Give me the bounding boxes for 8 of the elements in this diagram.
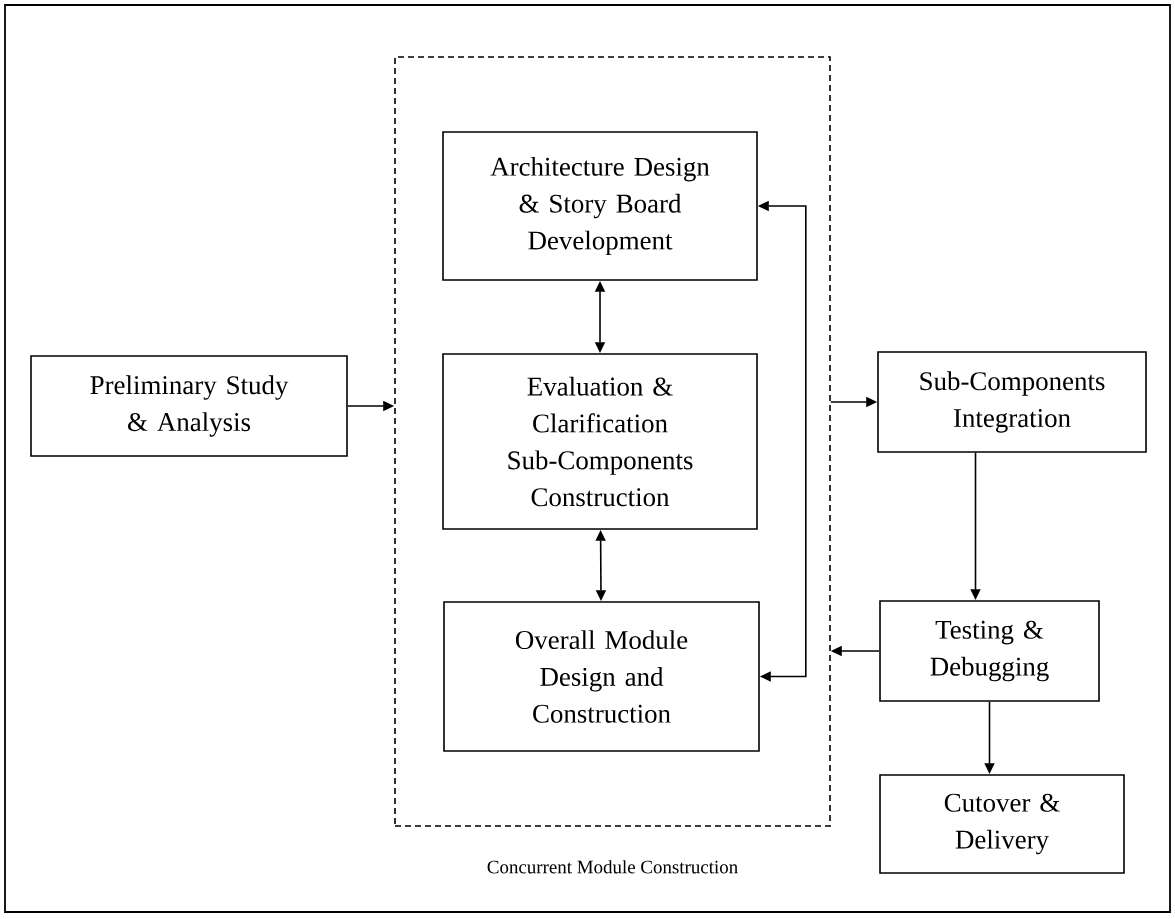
process-box: Testing & Debugging [879, 600, 1100, 702]
process-box: Preliminary Study & Analysis [30, 355, 348, 457]
process-box: Cutover & Delivery [879, 774, 1125, 874]
group-label: Concurrent Module Construction [487, 860, 738, 874]
process-box: Evaluation & Clarification Sub-Components Construction [442, 353, 758, 530]
process-box: Architecture Design & Story Board Development [442, 131, 758, 281]
process-box: Sub-Components Integration [877, 351, 1147, 453]
process-box: Overall Module Design and Construction [443, 601, 760, 752]
